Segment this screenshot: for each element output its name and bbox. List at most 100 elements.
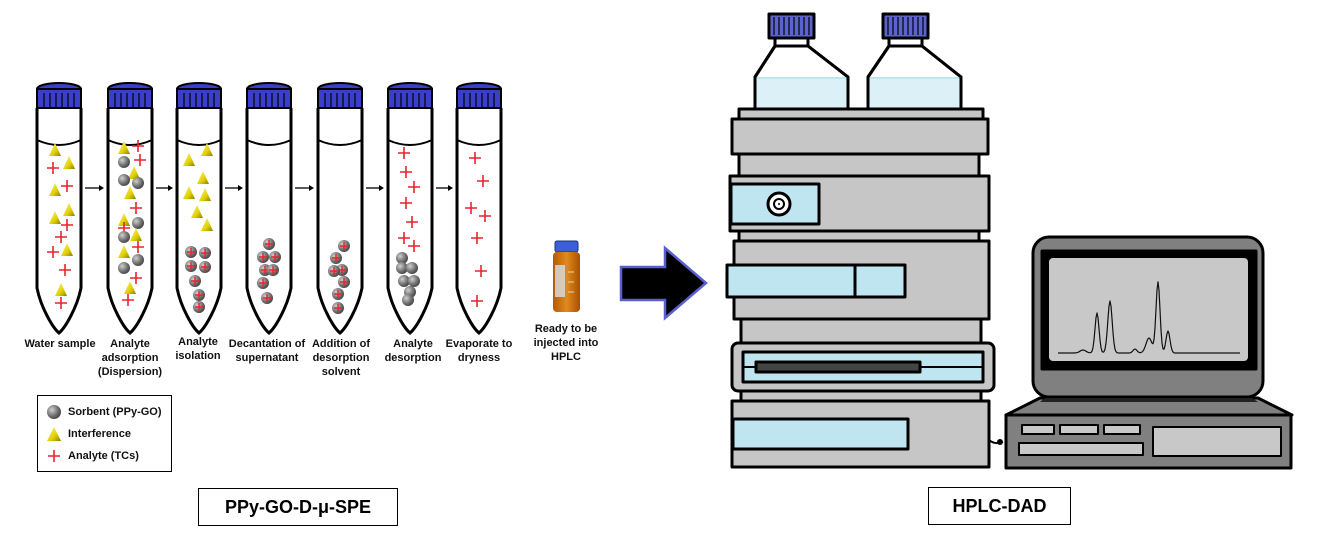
analyte-plus-icon xyxy=(132,140,144,152)
analyte-plus-icon xyxy=(334,290,342,298)
legend-label: Sorbent (PPy-GO) xyxy=(68,406,162,418)
tube-cap-icon xyxy=(387,82,433,109)
analyte-plus-icon xyxy=(195,303,203,311)
analyte-plus-icon xyxy=(400,166,412,178)
interference-triangle-icon xyxy=(128,166,140,179)
interference-triangle-icon xyxy=(118,245,130,258)
tube-cap-icon xyxy=(317,82,363,109)
analyte-plus-icon xyxy=(47,162,59,174)
sorbent-sphere-icon xyxy=(132,217,144,229)
analyte-plus-icon xyxy=(471,295,483,307)
interference-triangle-icon xyxy=(201,143,213,156)
centrifuge-tube xyxy=(316,82,364,335)
analyte-plus-icon xyxy=(55,297,67,309)
sorbent-sphere-icon xyxy=(398,275,410,287)
tube-cap-icon xyxy=(246,82,292,109)
analyte-plus-icon xyxy=(201,249,209,257)
method-title: PPy-GO-D-μ-SPE xyxy=(198,488,398,526)
legend-label: Analyte (TCs) xyxy=(68,450,139,462)
tube-cap-icon xyxy=(456,82,502,109)
step-label: Decantation of supernatant xyxy=(228,338,306,364)
interference-triangle-icon xyxy=(55,283,67,296)
step-arrow-icon xyxy=(156,185,173,191)
step-label: Analyte isolation xyxy=(175,336,221,362)
interference-triangle-icon xyxy=(199,188,211,201)
analyte-plus-icon xyxy=(122,294,134,306)
centrifuge-tube xyxy=(175,82,223,335)
sorbent-sphere-icon xyxy=(396,262,408,274)
interference-triangle-icon xyxy=(61,243,73,256)
centrifuge-tube xyxy=(455,82,503,335)
sorbent-sphere-icon xyxy=(132,254,144,266)
analyte-plus-icon xyxy=(132,241,144,253)
sorbent-sphere-icon xyxy=(406,262,418,274)
analyte-plus-icon xyxy=(269,266,277,274)
analyte-plus-icon xyxy=(340,242,348,250)
solvent-bottle-2 xyxy=(866,12,963,112)
step-label: Analyte desorption xyxy=(384,338,442,364)
interference-triangle-icon xyxy=(63,203,75,216)
step-arrow-icon xyxy=(366,185,384,191)
interference-triangle-icon xyxy=(49,211,61,224)
sorbent-sphere-icon xyxy=(118,174,130,186)
sorbent-sphere-icon xyxy=(118,156,130,168)
interference-triangle-icon xyxy=(183,153,195,166)
analyte-plus-icon xyxy=(55,231,67,243)
sorbent-sphere-icon xyxy=(408,275,420,287)
analyte-plus-icon xyxy=(398,232,410,244)
computer-workstation xyxy=(1004,235,1294,470)
analyte-plus-icon xyxy=(408,240,420,252)
interference-triangle-icon xyxy=(63,156,75,169)
transfer-arrow-icon xyxy=(619,245,708,321)
centrifuge-tube xyxy=(386,82,434,335)
interference-triangle-icon xyxy=(118,141,130,154)
legend-item: Analyte (TCs) xyxy=(46,448,139,464)
interference-triangle-icon xyxy=(47,427,61,441)
step-label: Analyte adsorption (Dispersion) xyxy=(97,338,163,378)
centrifuge-tube xyxy=(35,82,83,335)
analyte-plus-icon xyxy=(479,210,491,222)
analyte-plus-icon xyxy=(61,180,73,192)
interference-triangle-icon xyxy=(49,143,61,156)
analyte-plus-icon xyxy=(475,265,487,277)
analyte-plus-icon xyxy=(61,219,73,231)
centrifuge-tube xyxy=(245,82,293,335)
analyte-plus-icon xyxy=(477,175,489,187)
analyte-plus-icon xyxy=(59,264,71,276)
analyte-plus-icon xyxy=(130,202,142,214)
interference-triangle-icon xyxy=(49,183,61,196)
solvent-bottle-1 xyxy=(753,12,850,112)
chromatogram-trace xyxy=(1058,281,1240,354)
tube-cap-icon xyxy=(36,82,82,109)
analyte-plus-icon xyxy=(130,272,142,284)
analyte-plus-icon xyxy=(271,253,279,261)
hplc-instrument xyxy=(725,12,1004,469)
step-label: Water sample xyxy=(24,338,96,350)
analyte-plus-icon xyxy=(191,277,199,285)
tube-cap-icon xyxy=(107,82,153,109)
interference-triangle-icon xyxy=(191,205,203,218)
analyte-plus-icon xyxy=(469,152,481,164)
legend-item: Interference xyxy=(46,426,131,442)
analyte-plus-icon xyxy=(334,304,342,312)
analyte-plus-icon xyxy=(134,154,146,166)
sorbent-sphere-icon xyxy=(47,405,61,419)
analyte-plus-icon xyxy=(187,262,195,270)
analyte-plus-icon xyxy=(400,197,412,209)
analyte-plus-icon xyxy=(398,147,410,159)
step-arrows xyxy=(85,185,453,191)
instrument-title: HPLC-DAD xyxy=(928,487,1071,525)
sorbent-sphere-icon xyxy=(132,177,144,189)
legend: Sorbent (PPy-GO) Interference Analyte (T… xyxy=(37,395,172,472)
interference-triangle-icon xyxy=(130,228,142,241)
analyte-plus-icon xyxy=(332,254,340,262)
analyte-plus-icon xyxy=(195,291,203,299)
analyte-plus-icon xyxy=(465,202,477,214)
analyte-plus-icon xyxy=(330,267,338,275)
analyte-plus-icon xyxy=(408,181,420,193)
analyte-plus-icon xyxy=(201,263,209,271)
analyte-plus-icon xyxy=(263,294,271,302)
analyte-plus-icon xyxy=(187,248,195,256)
sample-vial xyxy=(553,240,580,312)
